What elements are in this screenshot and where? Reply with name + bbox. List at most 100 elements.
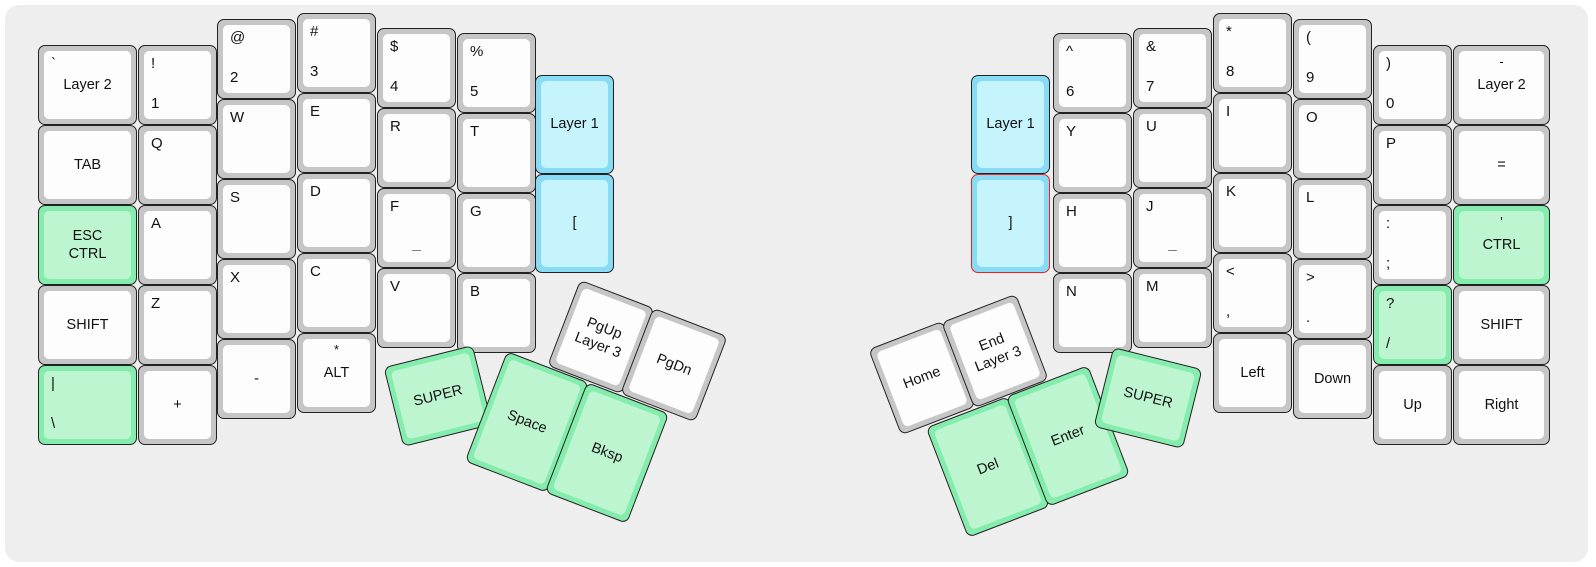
key-l-c6-r3[interactable]: G — [457, 193, 536, 273]
key-l-c5-r4[interactable]: V — [377, 268, 456, 348]
key-r-c6-r4[interactable]: ?/ — [1373, 285, 1452, 365]
keycap-legend-main: SHIFT — [66, 316, 109, 333]
keycap-face: |\ — [44, 371, 131, 439]
key-r-c5-r5[interactable]: Down — [1293, 339, 1372, 419]
keycap-legend-upper: A — [151, 215, 162, 232]
key-l-c6-r2[interactable]: T — [457, 113, 536, 193]
keycap-legend-main: - — [254, 370, 259, 387]
key-r-c3-r2[interactable]: U — [1133, 108, 1212, 188]
key-r-c6-r2[interactable]: P — [1373, 125, 1452, 205]
key-r-c7-r3[interactable]: 'CTRL — [1453, 205, 1550, 285]
key-l-c4-r4[interactable]: C — [297, 253, 376, 333]
key-r-c4-r3[interactable]: K — [1213, 173, 1292, 253]
key-r-c1-r2[interactable]: ] — [971, 174, 1050, 273]
key-r-c2-r4[interactable]: N — [1053, 273, 1132, 353]
keycap-legend-upper: * — [1226, 23, 1232, 40]
key-l-c4-r3[interactable]: D — [297, 173, 376, 253]
key-r-c5-r3[interactable]: L — [1293, 179, 1372, 259]
keycap-legend-upper: @ — [230, 29, 246, 46]
keycap-legend-upper: K — [1226, 183, 1237, 200]
keycap-legend-main: SUPER — [1121, 384, 1175, 412]
key-r-c6-r1[interactable]: )0 — [1373, 45, 1452, 125]
key-r-c5-r2[interactable]: O — [1293, 99, 1372, 179]
key-r-c6-r5[interactable]: Up — [1373, 365, 1452, 445]
keycap-legend-upper: E — [310, 103, 321, 120]
keycap-legend-main: Space — [504, 407, 550, 437]
key-l-c6-r4[interactable]: B — [457, 273, 536, 353]
keycap-face: + — [144, 371, 211, 439]
keycap-legend-upper: C — [310, 263, 321, 280]
key-l-c3-r4[interactable]: X — [217, 259, 296, 339]
key-l-c1-r4[interactable]: SHIFT — [38, 285, 137, 365]
keycap-face: #3 — [303, 19, 370, 87]
key-l-c4-r2[interactable]: E — [297, 93, 376, 173]
keycap-legend-lower: 2 — [230, 68, 239, 86]
keycap-legend-upper: I — [1226, 103, 1231, 120]
key-l-c3-r5[interactable]: - — [217, 339, 296, 419]
keycap-face: D — [303, 179, 370, 247]
key-r-c7-r5[interactable]: Right — [1453, 365, 1550, 445]
keycap-face: L — [1299, 185, 1366, 253]
keycap-face: - — [223, 345, 290, 413]
key-l-c1-r2[interactable]: TAB — [38, 125, 137, 205]
key-r-c3-r3[interactable]: J_ — [1133, 188, 1212, 268]
key-l-c3-r1[interactable]: @2 — [217, 19, 296, 99]
key-l-c3-r2[interactable]: W — [217, 99, 296, 179]
key-l-c1-r3[interactable]: ESC CTRL — [38, 205, 137, 285]
key-l-c4-r1[interactable]: #3 — [297, 13, 376, 93]
key-l-c7-r2[interactable]: [ — [535, 174, 614, 273]
keycap-face: @2 — [223, 25, 290, 93]
keycap-legend-upper: ? — [1386, 295, 1395, 312]
keycap-face: T — [463, 119, 530, 187]
key-l-c3-r3[interactable]: S — [217, 179, 296, 259]
key-r-c5-r4[interactable]: >. — [1293, 259, 1372, 339]
keycap-face: %5 — [463, 39, 530, 107]
keycap-legend-lower: ; — [1386, 254, 1391, 272]
key-r-c4-r1[interactable]: *8 — [1213, 13, 1292, 93]
keycap-face: SUPER — [390, 352, 486, 440]
keycap-face: -Layer 2 — [1459, 51, 1544, 119]
key-r-c6-r3[interactable]: :; — [1373, 205, 1452, 285]
keycap-legend-main: PgUp Layer 3 — [572, 314, 625, 362]
key-l-c4-r5[interactable]: *ALT — [297, 333, 376, 413]
key-l-c2-r1[interactable]: !1 — [138, 45, 217, 125]
key-r-c3-r1[interactable]: &7 — [1133, 28, 1212, 108]
key-r-c4-r5[interactable]: Left — [1213, 333, 1292, 413]
key-l-c1-r1[interactable]: `Layer 2 — [38, 45, 137, 125]
keycap-face: V — [383, 274, 450, 342]
key-r-c4-r4[interactable]: <, — [1213, 253, 1292, 333]
key-l-c6-r1[interactable]: %5 — [457, 33, 536, 113]
keycap-legend-main: Bksp — [589, 439, 625, 467]
keycap-legend-upper: G — [470, 203, 482, 220]
key-l-c5-r1[interactable]: $4 — [377, 28, 456, 108]
key-r-c7-r1[interactable]: -Layer 2 — [1453, 45, 1550, 125]
keycap-face: Up — [1379, 371, 1446, 439]
key-r-c1-r1[interactable]: Layer 1 — [971, 75, 1050, 174]
key-l-c2-r4[interactable]: Z — [138, 285, 217, 365]
keycap-face: N — [1059, 279, 1126, 347]
key-l-c5-r3[interactable]: F_ — [377, 188, 456, 268]
key-l-c2-r2[interactable]: Q — [138, 125, 217, 205]
keycap-legend-main: Right — [1484, 396, 1519, 413]
keycap-legend-lower: 7 — [1146, 77, 1155, 95]
key-r-c4-r2[interactable]: I — [1213, 93, 1292, 173]
key-r-c2-r3[interactable]: H — [1053, 193, 1132, 273]
key-l-c5-r2[interactable]: R — [377, 108, 456, 188]
keycap-face: I — [1219, 99, 1286, 167]
keycap-face: P — [1379, 131, 1446, 199]
key-r-c7-r2[interactable]: = — [1453, 125, 1550, 205]
keycap-face: *8 — [1219, 19, 1286, 87]
key-r-c2-r1[interactable]: ^6 — [1053, 33, 1132, 113]
keycap-face: TAB — [44, 131, 131, 199]
keycap-legend-lower: 1 — [151, 94, 160, 112]
key-l-c7-r1[interactable]: Layer 1 — [535, 75, 614, 174]
key-l-c2-r5[interactable]: + — [138, 365, 217, 445]
key-r-c5-r1[interactable]: (9 — [1293, 19, 1372, 99]
key-r-c7-r4[interactable]: SHIFT — [1453, 285, 1550, 365]
key-r-c3-r4[interactable]: M — [1133, 268, 1212, 348]
keycap-face: Q — [144, 131, 211, 199]
key-r-c2-r2[interactable]: Y — [1053, 113, 1132, 193]
key-l-c1-r5[interactable]: |\ — [38, 365, 137, 445]
key-l-c2-r3[interactable]: A — [138, 205, 217, 285]
